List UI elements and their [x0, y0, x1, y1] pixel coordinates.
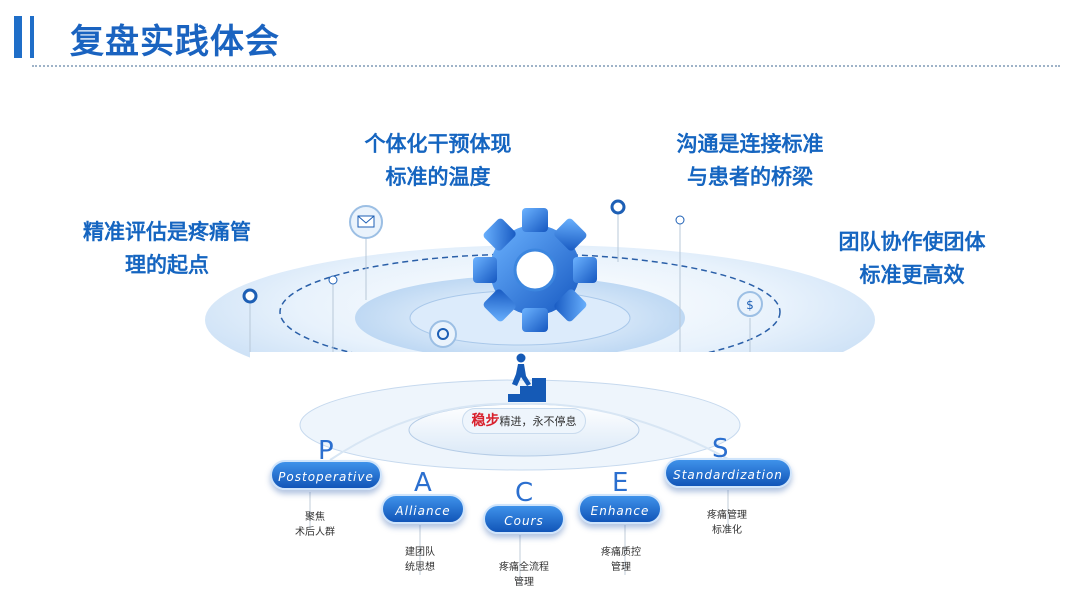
pace-sub-alliance: 建团队统思想	[390, 545, 450, 575]
pace-pill-alliance: Alliance	[381, 494, 465, 524]
callout-teamwork: 团队协作使团体 标准更高效	[812, 226, 1012, 292]
pace-pill-postoperative: Postoperative	[270, 460, 382, 490]
motto-badge: 稳步精进，永不停息	[462, 408, 586, 434]
pace-sub-postoperative: 聚焦术后人群	[280, 510, 350, 540]
callout-individualized: 个体化干预体现 标准的温度	[338, 128, 538, 194]
gear-icon	[473, 208, 597, 332]
pace-sub-standardization: 疼痛管理标准化	[692, 508, 762, 538]
svg-text:$: $	[746, 298, 754, 312]
callout-assessment: 精准评估是疼痛管 理的起点	[62, 216, 272, 282]
pace-pill-cours: Cours	[483, 504, 565, 534]
pin-center-right	[612, 201, 624, 213]
pace-sub-enhance: 疼痛质控管理	[586, 545, 656, 575]
motto-rest: 精进，永不停息	[500, 415, 577, 428]
pace-pill-standardization: Standardization	[664, 458, 792, 488]
pin-left	[244, 290, 256, 302]
callout-communication: 沟通是连接标准 与患者的桥梁	[660, 128, 840, 194]
motto-strong: 稳步	[472, 413, 500, 429]
pace-sub-cours: 疼痛全流程管理	[484, 560, 564, 590]
pace-pill-enhance: Enhance	[578, 494, 662, 524]
refresh-icon	[430, 321, 456, 347]
